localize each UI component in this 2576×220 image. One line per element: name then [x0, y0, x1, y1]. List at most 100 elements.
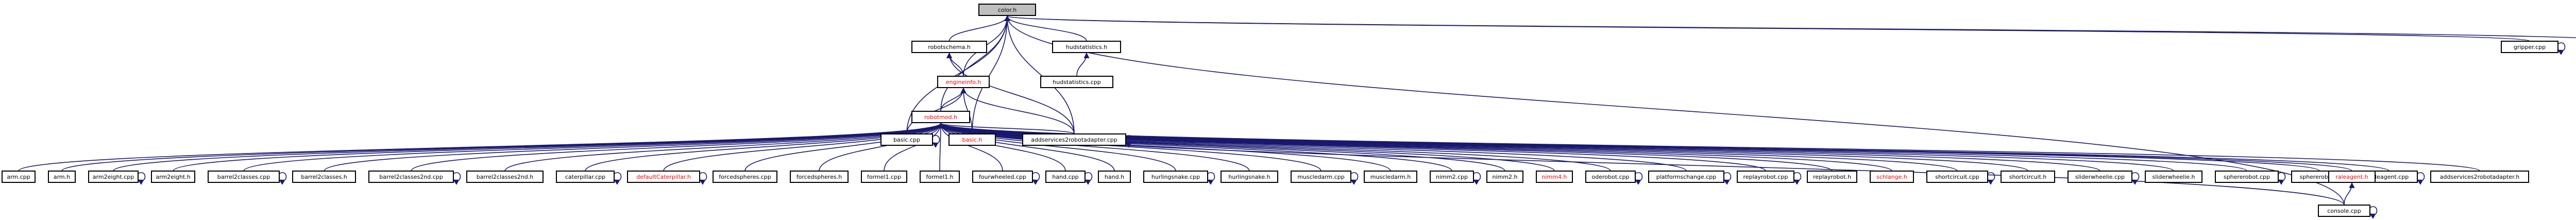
node-schlange-h[interactable]: schlange.h — [1870, 171, 1914, 183]
node-shortcircuit-cpp[interactable]: shortcircuit.cpp — [1926, 171, 1988, 183]
edge-schlange_h-to-robotmod_h — [938, 122, 1892, 172]
node-label: addservices2robotadapter.cpp — [1031, 137, 1117, 143]
node-caterpillar-cpp[interactable]: caterpillar.cpp — [556, 171, 615, 183]
node-arm-h[interactable]: arm.h — [48, 171, 76, 183]
edge-barrel2classes_cpp-to-barrel2classes_cpp — [279, 172, 287, 185]
node-addservices-h[interactable]: addservices2robotadapter.h — [2430, 171, 2529, 183]
node-box — [1648, 171, 1724, 183]
node-label: console.cpp — [2327, 208, 2361, 214]
node-color-h[interactable]: color.h — [978, 4, 1036, 16]
node-box — [978, 4, 1036, 16]
node-box — [1430, 171, 1474, 183]
node-box — [1221, 171, 1278, 183]
node-forcespheres-h[interactable]: forcedspheres.h — [790, 171, 849, 183]
node-box — [2215, 171, 2279, 183]
edge-formel1_h-to-robotmod_h — [938, 122, 944, 172]
node-label: barrel2classes.cpp — [217, 174, 270, 180]
node-arm2eight-cpp[interactable]: arm2eight.cpp — [88, 171, 139, 183]
edge-basic_h-to-color_h — [972, 15, 1010, 134]
node-box — [1807, 171, 1857, 183]
node-fourwheeled-cpp[interactable]: fourwheeled.cpp — [972, 171, 1033, 183]
node-barrel2classes2nd-cpp[interactable]: barrel2classes2nd.cpp — [368, 171, 454, 183]
node-muscledarm-cpp[interactable]: muscledarm.cpp — [1291, 171, 1351, 183]
edge-hudstatistics_cpp-to-hudstatistics_h — [1076, 52, 1090, 77]
node-raleagent-h[interactable]: raleagent.h — [2328, 171, 2376, 183]
node-basic-cpp[interactable]: basic.cpp — [880, 133, 933, 146]
node-hurlingsnake-cpp[interactable]: hurlingsnake.cpp — [1143, 171, 1208, 183]
node-barrel2classes-h[interactable]: barrel2classes.h — [292, 171, 356, 183]
node-platformschange-cpp[interactable]: platformschange.cpp — [1648, 171, 1724, 183]
node-nimm2-cpp[interactable]: nimm2.cpp — [1430, 171, 1474, 183]
node-engineinfo-h[interactable]: engineinfo.h — [937, 76, 990, 88]
edge-console_cpp-to-raleagent_h — [2344, 182, 2355, 206]
node-label: replayrobot.h — [1813, 174, 1851, 180]
node-formel1-h[interactable]: formel1.h — [920, 171, 960, 183]
node-label: addservices2robotadapter.h — [2440, 174, 2519, 180]
node-box — [1926, 171, 1988, 183]
node-box — [1486, 171, 1523, 183]
node-shortcircuit-h[interactable]: shortcircuit.h — [2001, 171, 2055, 183]
node-label: shortcircuit.h — [2009, 174, 2047, 180]
edge-barrel2classes2nd_h-to-robotmod_h — [504, 122, 944, 172]
node-box — [2, 171, 36, 183]
node-oderobot-cpp[interactable]: oderobot.cpp — [1585, 171, 1636, 183]
node-box — [466, 171, 544, 183]
node-arm2eight-h[interactable]: arm2eight.h — [151, 171, 195, 183]
node-arm-cpp[interactable]: arm.cpp — [2, 171, 36, 183]
node-label: muscledarm.cpp — [1297, 174, 1345, 180]
node-label: hudstatistics.cpp — [1053, 79, 1100, 86]
node-forcespheres-cpp[interactable]: forcedspheres.cpp — [713, 171, 777, 183]
node-box — [2328, 171, 2376, 183]
edge-hurlingsnake_cpp-to-hurlingsnake_cpp — [1207, 172, 1215, 185]
node-addservices-cpp[interactable]: addservices2robotadapter.cpp — [1022, 133, 1126, 146]
node-box — [292, 171, 356, 183]
edge-barrel2classes2nd_cpp-to-robotmod_h — [411, 122, 944, 172]
node-box — [861, 171, 907, 183]
node-hudstatistics-cpp[interactable]: hudstatistics.cpp — [1040, 76, 1113, 88]
node-label: formel1.h — [926, 174, 954, 180]
node-label: arm2eight.cpp — [93, 174, 134, 180]
node-replayrobot-cpp[interactable]: replayrobot.cpp — [1737, 171, 1794, 183]
node-defaultcaterpillar-h[interactable]: defaultCaterpillar.h — [627, 171, 700, 183]
node-box — [1022, 133, 1126, 146]
node-label: schlange.h — [1876, 174, 1907, 180]
node-nimm4-h[interactable]: nimm4.h — [1536, 171, 1573, 183]
node-hand-cpp[interactable]: hand.cpp — [1045, 171, 1086, 183]
node-box — [2145, 171, 2202, 183]
node-gripper-cpp[interactable]: gripper.cpp — [2501, 41, 2558, 53]
node-label: arm2eight.h — [156, 174, 190, 180]
node-sphererobot-cpp[interactable]: sphererobot.cpp — [2215, 171, 2279, 183]
edge-gripper_cpp-to-gripper_cpp — [2557, 42, 2566, 55]
node-box — [1143, 171, 1208, 183]
node-hurlingsnake-h[interactable]: hurlingsnake.h — [1221, 171, 1278, 183]
edge-forcespheres_cpp-to-robotmod_h — [744, 122, 944, 172]
node-sliderwheelie-cpp[interactable]: sliderwheelie.cpp — [2067, 171, 2132, 183]
node-muscledarm-h[interactable]: muscledarm.h — [1364, 171, 1417, 183]
node-console-cpp[interactable]: console.cpp — [2318, 205, 2370, 217]
node-sliderwheelie-h[interactable]: sliderwheelie.h — [2145, 171, 2202, 183]
edge-fourwheeled_cpp-to-fourwheeled_cpp — [1032, 172, 1040, 185]
edge-hand_h-to-robotmod_h — [938, 122, 1115, 172]
node-box — [1585, 171, 1636, 183]
node-label: robotmod.h — [924, 114, 957, 121]
node-replayrobot-h[interactable]: replayrobot.h — [1807, 171, 1857, 183]
node-robotschema-h[interactable]: robotschema.h — [911, 41, 987, 53]
node-label: raleagent.h — [2335, 174, 2368, 180]
node-box — [48, 171, 76, 183]
edge-gripper_h-to-color_h — [1005, 15, 2576, 39]
nodes: color.h robotschema.h hudstatistics.h gripp… — [2, 4, 2558, 217]
node-box — [1045, 171, 1086, 183]
node-basic-h[interactable]: basic.h — [948, 133, 996, 146]
edge-console_cpp-to-color_h — [1004, 15, 2345, 206]
node-label: hudstatistics.h — [1066, 44, 1107, 50]
node-barrel2classes2nd-h[interactable]: barrel2classes2nd.h — [466, 171, 544, 183]
node-robotmod-h[interactable]: robotmod.h — [911, 111, 970, 123]
edge-oderobot_cpp-to-oderobot_cpp — [1635, 172, 1643, 185]
edge-arm2eight_cpp-to-arm2eight_cpp — [138, 172, 146, 185]
node-hudstatistics-h[interactable]: hudstatistics.h — [1052, 41, 1121, 53]
node-hand-h[interactable]: hand.h — [1098, 171, 1131, 183]
node-nimm2-h[interactable]: nimm2.h — [1486, 171, 1523, 183]
node-formel1-cpp[interactable]: formel1.cpp — [861, 171, 907, 183]
node-barrel2classes-cpp[interactable]: barrel2classes.cpp — [208, 171, 280, 183]
node-box — [911, 111, 970, 123]
